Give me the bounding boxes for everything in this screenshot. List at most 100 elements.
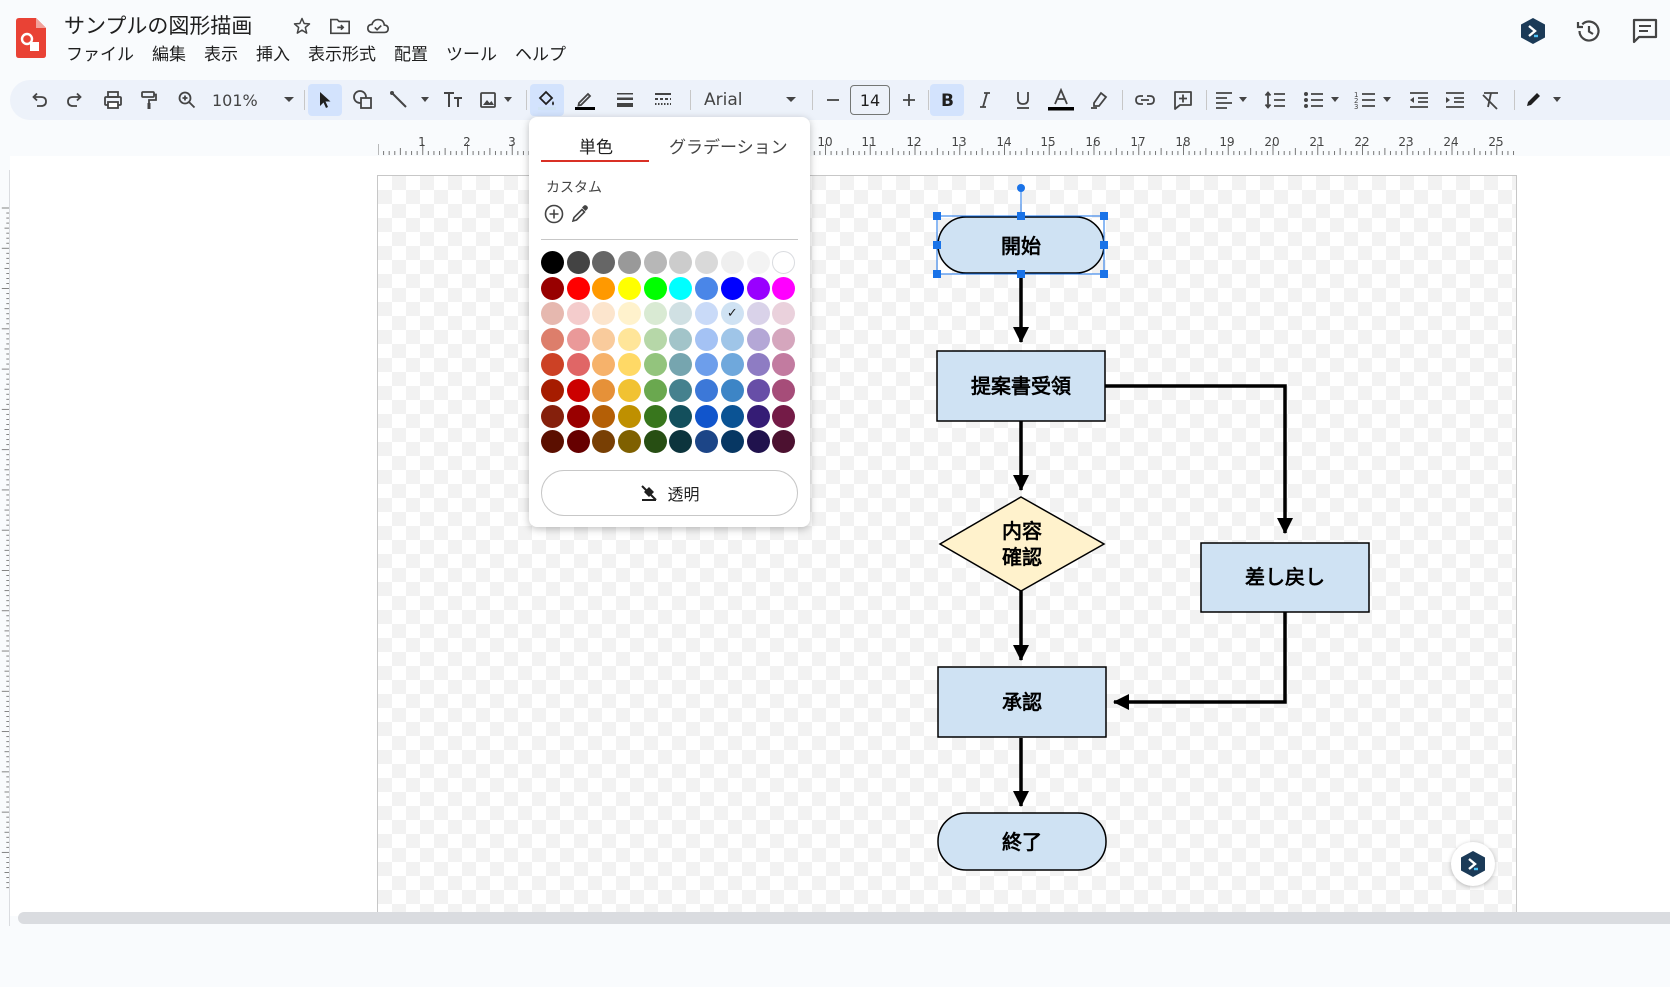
transparent-button[interactable]: 透明 <box>541 470 798 516</box>
border-weight-icon[interactable] <box>610 84 640 116</box>
color-swatch[interactable] <box>541 430 564 454</box>
editing-mode-icon[interactable] <box>1522 84 1568 116</box>
color-swatch[interactable] <box>772 302 796 326</box>
text-color-icon[interactable] <box>1044 84 1078 116</box>
color-swatch[interactable] <box>720 430 744 454</box>
color-swatch[interactable] <box>643 276 667 300</box>
document-title[interactable]: サンプルの図形描画 <box>64 14 253 38</box>
color-swatch[interactable] <box>618 302 642 326</box>
line-tool-icon[interactable] <box>386 84 434 116</box>
paint-format-icon[interactable] <box>134 84 164 116</box>
menu-help[interactable]: ヘルプ <box>515 45 566 65</box>
color-swatch[interactable]: ✓ <box>720 302 744 326</box>
color-swatch[interactable] <box>720 404 744 428</box>
color-swatch[interactable] <box>541 327 564 351</box>
color-swatch[interactable] <box>669 276 693 300</box>
color-swatch[interactable] <box>566 302 590 326</box>
move-folder-icon[interactable] <box>328 14 352 38</box>
color-swatch[interactable] <box>772 251 796 274</box>
horizontal-scrollbar[interactable] <box>18 912 1670 924</box>
color-swatch[interactable] <box>566 430 590 454</box>
extension-icon[interactable] <box>1518 16 1548 46</box>
color-swatch[interactable] <box>618 404 642 428</box>
color-swatch[interactable] <box>746 378 770 402</box>
align-icon[interactable] <box>1212 84 1252 116</box>
bold-icon[interactable]: B <box>930 84 964 116</box>
color-swatch[interactable] <box>592 276 616 300</box>
color-swatch[interactable] <box>566 327 590 351</box>
color-swatch[interactable] <box>566 353 590 377</box>
version-history-icon[interactable] <box>1574 16 1604 46</box>
color-swatch[interactable] <box>566 378 590 402</box>
color-swatch[interactable] <box>695 430 719 454</box>
italic-icon[interactable] <box>970 84 1000 116</box>
undo-icon[interactable] <box>24 84 54 116</box>
tab-gradient[interactable]: グラデーション <box>669 138 788 158</box>
menu-insert[interactable]: 挿入 <box>256 45 290 65</box>
color-swatch[interactable] <box>566 276 590 300</box>
color-swatch[interactable] <box>772 404 796 428</box>
color-swatch[interactable] <box>746 302 770 326</box>
color-swatch[interactable] <box>669 404 693 428</box>
redo-icon[interactable] <box>60 84 90 116</box>
fill-color-icon[interactable] <box>530 84 564 116</box>
star-icon[interactable] <box>290 14 314 38</box>
border-color-icon[interactable] <box>570 84 600 116</box>
decrease-font-size-icon[interactable] <box>820 84 846 116</box>
color-swatch[interactable] <box>746 251 770 274</box>
add-custom-color-icon[interactable] <box>543 203 565 225</box>
menu-arrange[interactable]: 配置 <box>394 45 428 65</box>
color-swatch[interactable] <box>669 327 693 351</box>
color-swatch[interactable] <box>695 302 719 326</box>
tab-solid-color[interactable]: 単色 <box>579 138 613 158</box>
menu-edit[interactable]: 編集 <box>152 45 186 65</box>
color-swatch[interactable] <box>643 404 667 428</box>
clear-formatting-icon[interactable] <box>1476 84 1506 116</box>
color-swatch[interactable] <box>541 276 564 300</box>
color-swatch[interactable] <box>772 378 796 402</box>
print-icon[interactable] <box>98 84 128 116</box>
color-swatch[interactable] <box>643 430 667 454</box>
color-swatch[interactable] <box>541 302 564 326</box>
color-swatch[interactable] <box>695 327 719 351</box>
color-swatch[interactable] <box>618 378 642 402</box>
text-box-icon[interactable] <box>438 84 468 116</box>
color-swatch[interactable] <box>669 251 693 274</box>
app-logo-icon[interactable] <box>16 18 46 58</box>
increase-indent-icon[interactable] <box>1440 84 1470 116</box>
color-swatch[interactable] <box>772 276 796 300</box>
color-swatch[interactable] <box>643 327 667 351</box>
color-swatch[interactable] <box>592 327 616 351</box>
color-swatch[interactable] <box>772 353 796 377</box>
color-swatch[interactable] <box>669 378 693 402</box>
shape-tool-icon[interactable] <box>348 84 378 116</box>
menu-file[interactable]: ファイル <box>66 45 134 65</box>
link-icon[interactable] <box>1130 84 1160 116</box>
color-swatch[interactable] <box>669 430 693 454</box>
color-swatch[interactable] <box>643 251 667 274</box>
eyedropper-icon[interactable] <box>569 203 591 225</box>
decrease-indent-icon[interactable] <box>1404 84 1434 116</box>
selection-handles[interactable] <box>933 184 1108 278</box>
color-swatch[interactable] <box>746 276 770 300</box>
color-swatch[interactable] <box>618 353 642 377</box>
color-swatch[interactable] <box>592 251 616 274</box>
comments-icon[interactable] <box>1630 16 1660 46</box>
color-swatch[interactable] <box>669 302 693 326</box>
color-swatch[interactable] <box>541 251 564 274</box>
font-size-input[interactable]: 14 <box>850 85 890 115</box>
font-select[interactable]: Arial <box>700 84 800 116</box>
border-dash-icon[interactable] <box>648 84 678 116</box>
menu-view[interactable]: 表示 <box>204 45 238 65</box>
color-swatch[interactable] <box>592 404 616 428</box>
line-spacing-icon[interactable] <box>1260 84 1290 116</box>
color-swatch[interactable] <box>720 251 744 274</box>
color-swatch[interactable] <box>592 302 616 326</box>
color-swatch[interactable] <box>566 404 590 428</box>
color-swatch[interactable] <box>618 276 642 300</box>
color-swatch[interactable] <box>618 251 642 274</box>
cloud-saved-icon[interactable] <box>366 14 390 38</box>
color-swatch[interactable] <box>695 276 719 300</box>
color-swatch[interactable] <box>669 353 693 377</box>
